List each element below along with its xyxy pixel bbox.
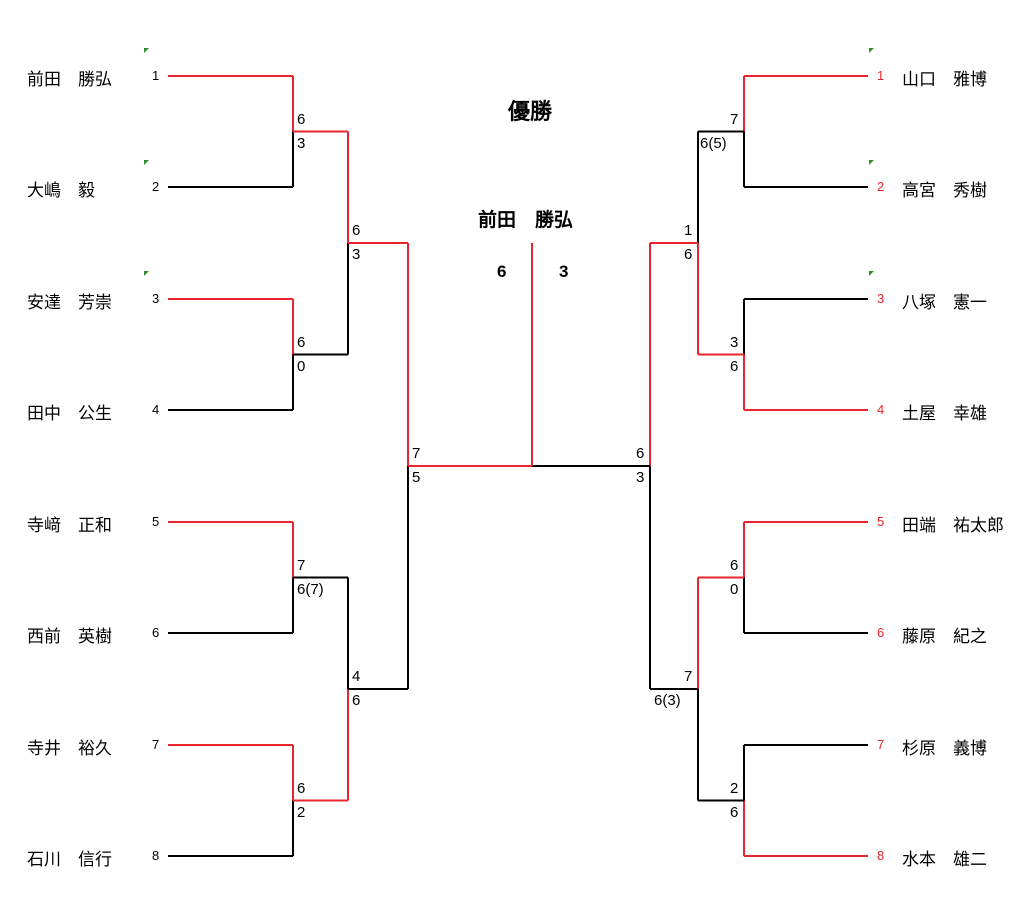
score-left-sf-bottom: 5 [412, 469, 421, 486]
seed-number-left: 5 [152, 514, 160, 529]
seed-number-right: 1 [877, 68, 885, 83]
player-name-left: 寺﨑 正和 [27, 516, 112, 536]
score-right-r1-top: 6 [730, 556, 739, 574]
score-right-r1-bottom: 6 [730, 357, 739, 375]
score-left-r1-top: 7 [297, 556, 306, 574]
player-name-left: 大嶋 毅 [27, 181, 95, 201]
score-right-sf-bottom: 3 [636, 469, 645, 486]
seed-marker-icon [869, 160, 874, 165]
score-right-r1-bottom: 6 [730, 803, 739, 821]
seed-number-right: 7 [877, 737, 885, 752]
score-left-r1-bottom: 0 [297, 357, 306, 375]
seed-number-right: 5 [877, 514, 885, 529]
player-name-right: 山口 雅博 [902, 70, 987, 90]
score-left-r1-top: 6 [297, 779, 306, 797]
champion-title: 優勝 [508, 100, 553, 125]
seed-marker-icon [144, 48, 149, 53]
player-name-right: 八塚 憲一 [902, 293, 987, 313]
score-left-r1-bottom: 2 [297, 803, 306, 821]
champion-name: 前田 勝弘 [478, 209, 574, 231]
seed-number-right: 8 [877, 848, 885, 863]
player-name-left: 前田 勝弘 [27, 70, 112, 90]
player-name-left: 安達 芳崇 [27, 293, 112, 313]
score-right-r1-top: 3 [730, 333, 739, 351]
seed-marker-icon [869, 48, 874, 53]
score-right-r1-bottom: 6(5) [700, 134, 727, 152]
seed-number-left: 7 [152, 737, 160, 752]
player-name-right: 藤原 紀之 [902, 627, 987, 647]
score-left-r2-top: 6 [352, 222, 361, 239]
score-right-r1-top: 2 [730, 779, 739, 797]
final-score-left: 6 [497, 262, 507, 281]
player-name-left: 西前 英樹 [27, 627, 112, 647]
seed-number-left: 6 [152, 625, 160, 640]
score-left-r2-bottom: 6 [352, 692, 361, 709]
score-right-r1-bottom: 0 [730, 580, 739, 598]
seed-marker-icon [144, 271, 149, 276]
score-right-r2-top: 1 [684, 222, 693, 239]
seed-number-left: 4 [152, 402, 160, 417]
player-name-left: 石川 信行 [27, 850, 112, 870]
player-name-right: 田端 祐太郎 [902, 516, 1004, 536]
final-score-right: 3 [559, 262, 569, 281]
score-right-r1-top: 7 [730, 110, 739, 128]
seed-number-right: 6 [877, 625, 885, 640]
seed-number-left: 1 [152, 68, 160, 83]
player-name-right: 杉原 義博 [902, 739, 987, 759]
player-name-left: 寺井 裕久 [27, 739, 112, 759]
score-left-r1-top: 6 [297, 110, 306, 128]
seed-number-left: 8 [152, 848, 160, 863]
score-left-r2-bottom: 3 [352, 246, 361, 263]
player-name-right: 高宮 秀樹 [902, 181, 987, 201]
seed-marker-icon [869, 271, 874, 276]
seed-number-right: 2 [877, 179, 885, 194]
score-left-r1-top: 6 [297, 333, 306, 351]
score-right-r2-top: 7 [684, 668, 693, 685]
seed-number-right: 4 [877, 402, 885, 417]
player-name-right: 土屋 幸雄 [902, 404, 987, 424]
score-left-sf-top: 7 [412, 445, 421, 462]
seed-number-right: 3 [877, 291, 885, 306]
player-name-right: 水本 雄二 [902, 850, 987, 870]
score-right-r2-bottom: 6 [684, 246, 693, 263]
score-right-sf-top: 6 [636, 445, 645, 462]
seed-number-left: 3 [152, 291, 160, 306]
seed-marker-icon [144, 160, 149, 165]
score-left-r1-bottom: 6(7) [297, 580, 324, 598]
score-right-r2-bottom: 6(3) [654, 692, 681, 709]
score-left-r2-top: 4 [352, 668, 361, 685]
seed-number-left: 2 [152, 179, 160, 194]
player-name-left: 田中 公生 [27, 404, 112, 424]
score-left-r1-bottom: 3 [297, 134, 306, 152]
